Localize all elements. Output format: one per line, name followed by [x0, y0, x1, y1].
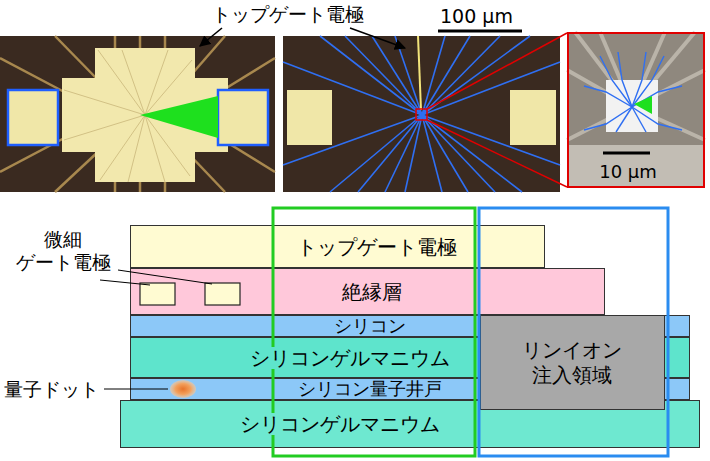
fine-gate-lead — [422, 115, 495, 192]
fine-gate-lead — [358, 115, 422, 192]
inset-micrograph — [567, 32, 705, 188]
left-micrograph — [0, 36, 275, 192]
layer-band: トップゲート電極 — [130, 225, 545, 268]
fine-lead — [128, 115, 145, 182]
fine-lead — [64, 90, 145, 115]
lead-wire — [55, 36, 100, 82]
fine-gate-lead — [584, 52, 682, 132]
fine-lead — [122, 50, 145, 115]
layer-label: シリコン量子井戸 — [295, 379, 445, 399]
left-micrograph — [0, 36, 275, 192]
scale-bar — [438, 30, 522, 33]
fine-lead — [64, 115, 145, 140]
layer-label: 絶縁層 — [339, 281, 405, 303]
fine-gate-lead — [632, 52, 646, 107]
fine-gate-lead — [632, 107, 682, 130]
contact-pad — [287, 90, 332, 145]
leader-line — [100, 280, 150, 285]
scale-label: 10 μm — [596, 162, 660, 182]
fine-gate-lead — [422, 115, 560, 165]
layer-label: リンイオン 注入領域 — [509, 338, 635, 388]
zoom-line — [427, 33, 567, 109]
fine-gate-lead — [600, 56, 632, 107]
fine-gate-lead — [618, 52, 632, 107]
fine-gate-lead — [345, 36, 422, 115]
layer-label: シリコン — [331, 316, 409, 336]
leader-line — [118, 270, 212, 284]
fine-gate-lead — [422, 115, 468, 192]
fine-lead — [98, 50, 145, 115]
lead-wire — [575, 32, 632, 107]
fine-gate-lead — [385, 115, 422, 192]
contact-pad — [218, 90, 268, 145]
layer-label: シリコンゲルマニウム — [247, 347, 453, 369]
region-outline — [273, 208, 475, 456]
top-gate-lead — [418, 36, 421, 110]
top-gate-electrode — [62, 48, 228, 182]
inset-micrograph — [567, 32, 705, 188]
fine-gate-lead — [372, 36, 422, 115]
green-region — [140, 96, 218, 138]
fine-lead — [145, 50, 168, 115]
inset-ground — [569, 145, 703, 186]
fine-gate-electrode — [140, 283, 175, 305]
lead-wire — [567, 32, 705, 140]
contact-pad — [8, 90, 58, 145]
scale-label: 100 μm — [440, 5, 513, 28]
fine-lead — [145, 115, 165, 182]
contact-pad — [510, 90, 556, 145]
zoom-line — [427, 120, 567, 187]
pointer-arrow — [350, 28, 405, 48]
layer-label: シリコンゲルマニウム — [237, 413, 443, 435]
inset-frame: 10 μm — [567, 32, 705, 188]
green-region — [634, 96, 652, 114]
fine-gate-lead — [632, 107, 646, 132]
scale-bar — [603, 152, 650, 155]
fine-gate-electrode — [205, 283, 240, 305]
fine-gate-lead — [584, 86, 632, 107]
layer-label: トップゲート電極 — [294, 236, 460, 258]
quantum-dot — [170, 380, 196, 398]
fine-gate-lead — [422, 115, 522, 192]
part-label: 量子ドット — [4, 378, 99, 401]
fine-gate-lead — [283, 62, 422, 115]
middle-micrograph — [283, 33, 567, 192]
pointer-arrow — [200, 28, 222, 46]
pointer-label: トップゲート電極 — [212, 3, 364, 26]
layer-band: 絶縁層 — [130, 268, 605, 315]
lead-wire — [0, 36, 275, 192]
fine-lead — [100, 115, 145, 180]
zoom-box — [416, 109, 427, 120]
region-outline — [479, 208, 668, 456]
fine-gate-lead — [616, 107, 632, 132]
part-label: 微細 ゲート電極 — [2, 228, 124, 274]
implant-region: リンイオン 注入領域 — [480, 315, 665, 410]
leader-line — [104, 389, 168, 390]
fine-gate-lead — [422, 36, 470, 115]
lead-wire — [55, 150, 100, 192]
fine-gate-lead — [405, 115, 422, 192]
fine-gate-lead — [395, 36, 422, 115]
fine-gate-lead — [422, 62, 560, 115]
fine-gate-lead — [330, 115, 422, 192]
fine-gate-lead — [320, 36, 422, 115]
